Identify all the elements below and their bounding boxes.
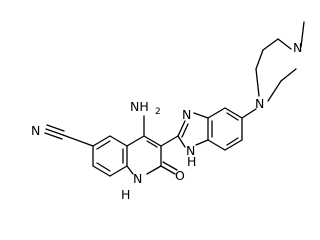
- bond: [226, 112, 239, 121]
- bond: [207, 107, 226, 119]
- bond: [92, 165, 111, 177]
- lactam-h-label: H: [121, 187, 130, 202]
- bond: [224, 139, 243, 151]
- bond: [193, 112, 209, 119]
- carbonyl-o-label: O: [175, 168, 185, 183]
- bond: [177, 135, 186, 148]
- bond: [109, 135, 128, 147]
- bond: [92, 135, 111, 147]
- bond: [126, 135, 145, 147]
- bond: [224, 107, 243, 119]
- bond: [46, 124, 65, 132]
- imidazole-h-label: H: [187, 154, 196, 169]
- bond: [267, 80, 282, 102]
- structure-diagram: N NH 2 N N H N N O N H: [31, 21, 305, 202]
- lactam-n-label: N: [133, 171, 142, 186]
- bond: [195, 139, 209, 146]
- bond: [109, 165, 128, 177]
- bond: [226, 137, 239, 146]
- bond: [160, 135, 179, 147]
- molecule-structure: N NH 2 N N H N N O N H: [31, 21, 305, 202]
- bond: [96, 162, 111, 172]
- bond: [146, 140, 158, 148]
- piperazine-n1-label: N: [255, 96, 264, 111]
- bond: [255, 68, 260, 97]
- bond: [96, 140, 111, 150]
- nitrile-n-label: N: [31, 123, 40, 138]
- bond: [277, 38, 292, 50]
- bond: [181, 123, 189, 138]
- bond: [300, 21, 305, 48]
- piperazine-n2-label: N: [293, 40, 302, 55]
- bond: [177, 120, 186, 137]
- bond: [280, 68, 297, 82]
- imidazole-nh-label: N: [186, 143, 195, 158]
- bond: [207, 139, 226, 151]
- bond: [241, 108, 257, 119]
- bond: [62, 134, 94, 147]
- bond: [146, 165, 162, 175]
- amine-label: NH: [130, 99, 149, 114]
- bond: [255, 49, 264, 70]
- bond: [126, 165, 134, 175]
- amine-subscript: 2: [155, 107, 161, 117]
- bond: [262, 38, 279, 51]
- bond: [162, 161, 178, 171]
- imidazole-n-label: N: [182, 107, 191, 122]
- bond: [143, 135, 162, 147]
- bond: [45, 128, 64, 136]
- bond: [160, 165, 176, 175]
- bond: [44, 132, 63, 140]
